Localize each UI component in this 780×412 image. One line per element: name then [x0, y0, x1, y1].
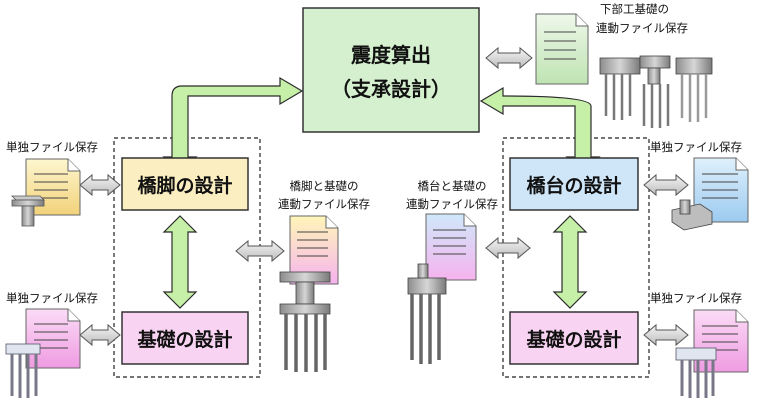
- center-file-document-icon: [535, 13, 589, 85]
- left-linked-label-line1: 橋脚と基礎の: [290, 179, 359, 193]
- center-to-pier-arrow: [162, 76, 304, 171]
- left-foundation-file-arrow: [79, 323, 121, 347]
- right-foundation-file-arrow: [643, 323, 689, 347]
- seismic-calculation-box[interactable]: [302, 7, 480, 133]
- right-linked-label-line2: 連動ファイル保存: [406, 197, 498, 211]
- left-linked-file-document-icon: [289, 215, 339, 285]
- pier-file-label: 単独ファイル保存: [6, 140, 98, 154]
- left-foundation-file-label: 単独ファイル保存: [6, 291, 98, 305]
- right-linked-file-arrow: [485, 236, 531, 260]
- substructure-foundation-model-icon: [599, 55, 713, 128]
- right-foundation-design-label: 基礎の設計: [525, 328, 621, 351]
- left-foundation-model-icon: [5, 343, 41, 398]
- substructure-label-line1: 下部工基礎の: [600, 2, 669, 16]
- abutment-design-box[interactable]: [509, 157, 639, 211]
- pier-file-arrow: [79, 173, 121, 197]
- pier-model-icon: [11, 195, 45, 227]
- left-foundation-file-document-icon: [25, 308, 81, 369]
- left-foundation-design-label: 基礎の設計: [136, 328, 232, 351]
- abutment-file-document-icon: [693, 157, 749, 223]
- right-foundation-design-box[interactable]: [509, 311, 639, 365]
- seismic-calculation-title: 震度算出: [351, 43, 431, 67]
- abutment-foundation-arrow: [552, 215, 588, 309]
- right-foundation-file-document-icon: [693, 309, 749, 373]
- abutment-file-label: 単独ファイル保存: [650, 140, 742, 154]
- abutment-model-icon: [671, 199, 713, 231]
- substructure-label-line2: 連動ファイル保存: [596, 21, 688, 35]
- left-linked-file-arrow: [235, 239, 285, 263]
- abutment-design-label: 橋台の設計: [526, 174, 621, 197]
- pier-foundation-arrow: [162, 215, 198, 309]
- left-foundation-design-box[interactable]: [121, 311, 249, 365]
- right-linked-file-document-icon: [425, 213, 477, 281]
- pier-design-box[interactable]: [121, 157, 249, 211]
- abutment-file-arrow: [643, 173, 689, 197]
- center-file-arrow: [485, 46, 533, 70]
- pier-design-label: 橋脚の設計: [137, 174, 232, 197]
- seismic-calculation-subtitle: （支承設計）: [331, 77, 451, 101]
- abutment-with-piles-model-icon: [407, 263, 447, 364]
- right-foundation-model-icon: [675, 347, 717, 398]
- right-linked-label-line1: 橋台と基礎の: [418, 179, 487, 193]
- left-linked-label-line2: 連動ファイル保存: [278, 197, 370, 211]
- pier-with-piles-model-icon: [279, 271, 331, 372]
- right-foundation-file-label: 単独ファイル保存: [650, 291, 742, 305]
